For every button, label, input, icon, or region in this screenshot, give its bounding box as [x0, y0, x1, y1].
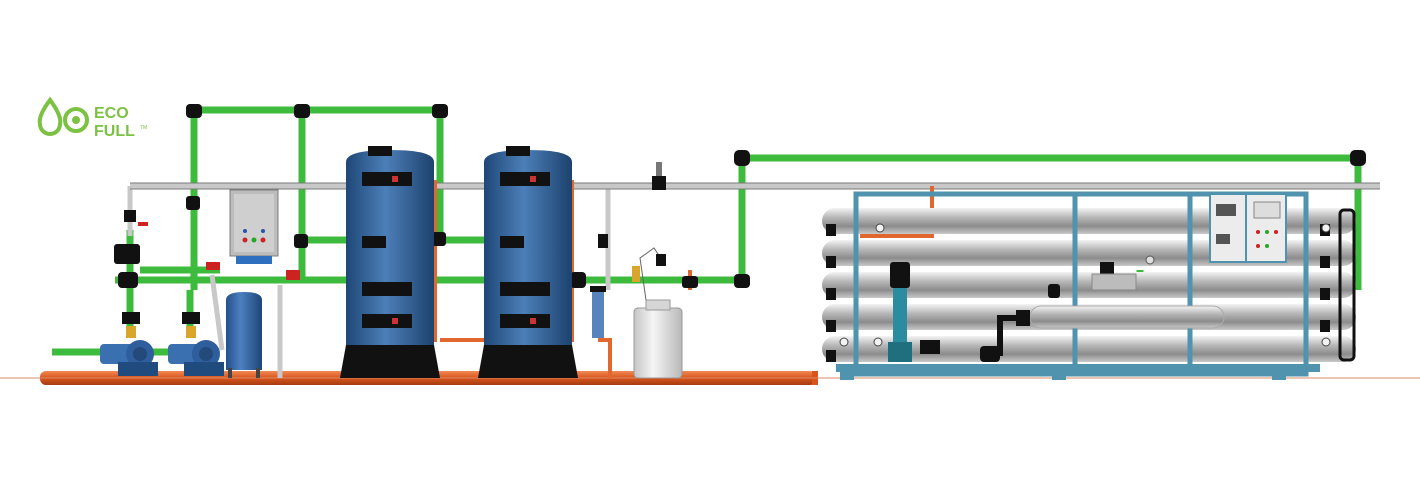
multimedia-filter-tank-1	[340, 146, 440, 378]
carbon-filter-tank-2	[478, 146, 578, 378]
cartridge-filter	[590, 234, 608, 338]
high-pressure-pump	[888, 262, 912, 362]
control-panel-left	[229, 189, 279, 264]
logo-trademark: TM	[140, 125, 147, 131]
pipe-elbows	[118, 104, 1366, 288]
antiscalant-dosing-tank	[632, 247, 683, 379]
logo-full-text: FULL	[94, 123, 135, 140]
inlet-valve-assembly	[114, 210, 300, 280]
feed-pump-1	[100, 312, 158, 376]
feed-pump-2	[168, 312, 224, 376]
logo-eco-text: ECO	[94, 105, 129, 122]
pressure-tank	[226, 292, 262, 378]
ro-feed-header	[920, 284, 1225, 362]
solenoid-valve	[1091, 255, 1155, 291]
pressure-gauge-icon	[839, 223, 1331, 347]
gear-drop-icon	[37, 96, 89, 136]
ro-skid-base	[836, 364, 1320, 380]
ro-control-panel	[1209, 193, 1287, 263]
flowmeter-top	[652, 162, 666, 190]
ecofull-logo: ECO FULL TM	[37, 96, 147, 140]
